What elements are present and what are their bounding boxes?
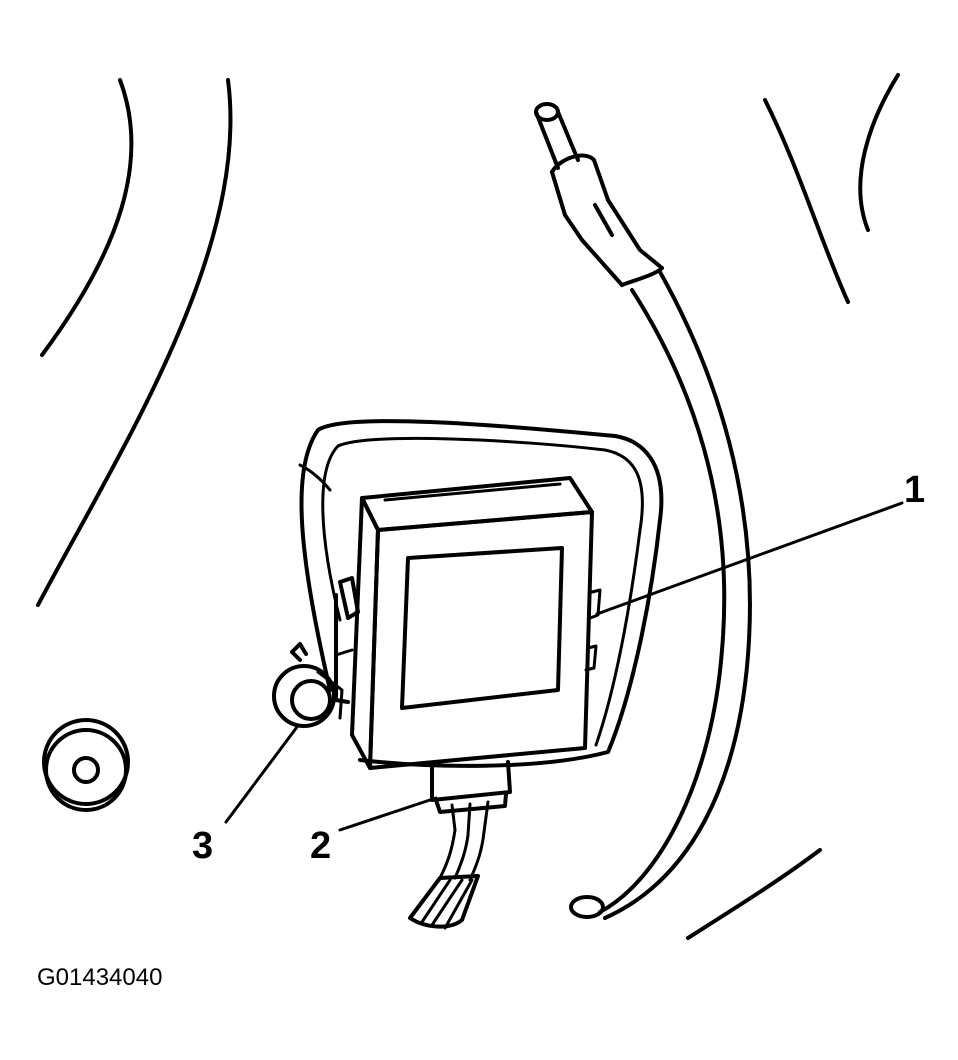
leader-line-1	[595, 501, 904, 616]
leader-line-3	[224, 725, 299, 824]
grommet	[42, 718, 130, 812]
callout-2-label: 2	[310, 825, 331, 867]
body-panel-contours	[36, 73, 900, 940]
mounting-nut	[272, 642, 344, 728]
callout-1-label: 1	[904, 469, 925, 511]
leader-line-2	[338, 796, 438, 832]
callout-3-label: 3	[192, 825, 213, 867]
electrical-connector	[430, 760, 512, 837]
antenna-cable	[534, 102, 752, 920]
leader-lines	[224, 501, 904, 832]
wiring-harness	[408, 828, 486, 930]
figure-id: G01434040	[37, 964, 162, 991]
module	[334, 476, 602, 770]
mounting-bracket	[298, 419, 664, 768]
